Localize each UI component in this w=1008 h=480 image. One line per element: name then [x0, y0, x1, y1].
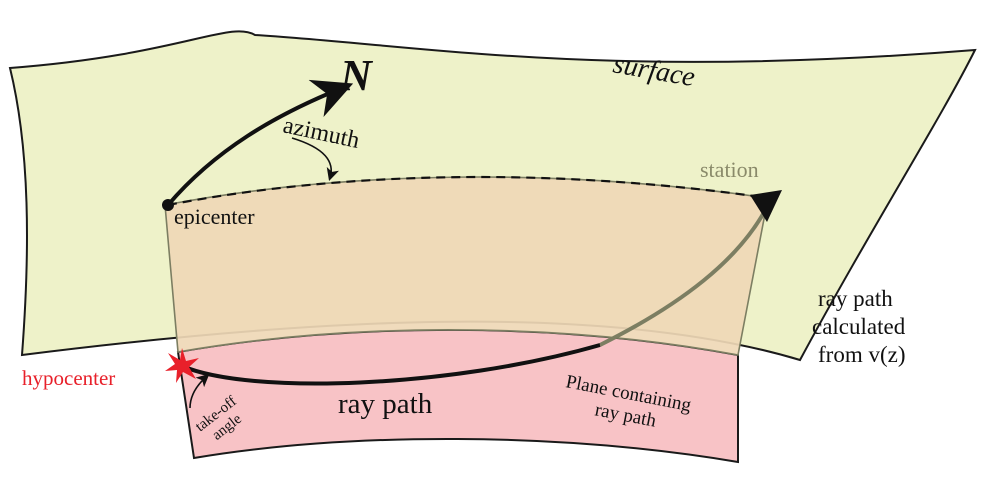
plane-above-surface	[164, 176, 769, 356]
star-hypocenter-icon	[165, 348, 199, 383]
north-label: N	[339, 51, 374, 100]
epicenter-label: epicenter	[174, 204, 255, 229]
svg-text:ray path: ray path	[818, 286, 893, 311]
dot-epicenter-icon	[162, 199, 174, 211]
hypocenter-label: hypocenter	[22, 366, 115, 390]
svg-text:from v(z): from v(z)	[818, 342, 906, 367]
epicenter-station-path	[167, 175, 769, 207]
ray-path-lower	[181, 343, 601, 386]
azimuth-arc	[291, 137, 339, 182]
triangle-station-icon	[750, 190, 782, 222]
ray-path-label: ray path	[338, 388, 433, 420]
calculated-path-label: ray path calculated from v(z)	[812, 286, 906, 367]
takeoff-angle-arc	[189, 373, 210, 409]
ray-path-upper	[599, 204, 770, 347]
station-label: station	[700, 157, 759, 182]
svg-text:calculated: calculated	[812, 314, 906, 339]
north-arrow	[166, 79, 354, 207]
